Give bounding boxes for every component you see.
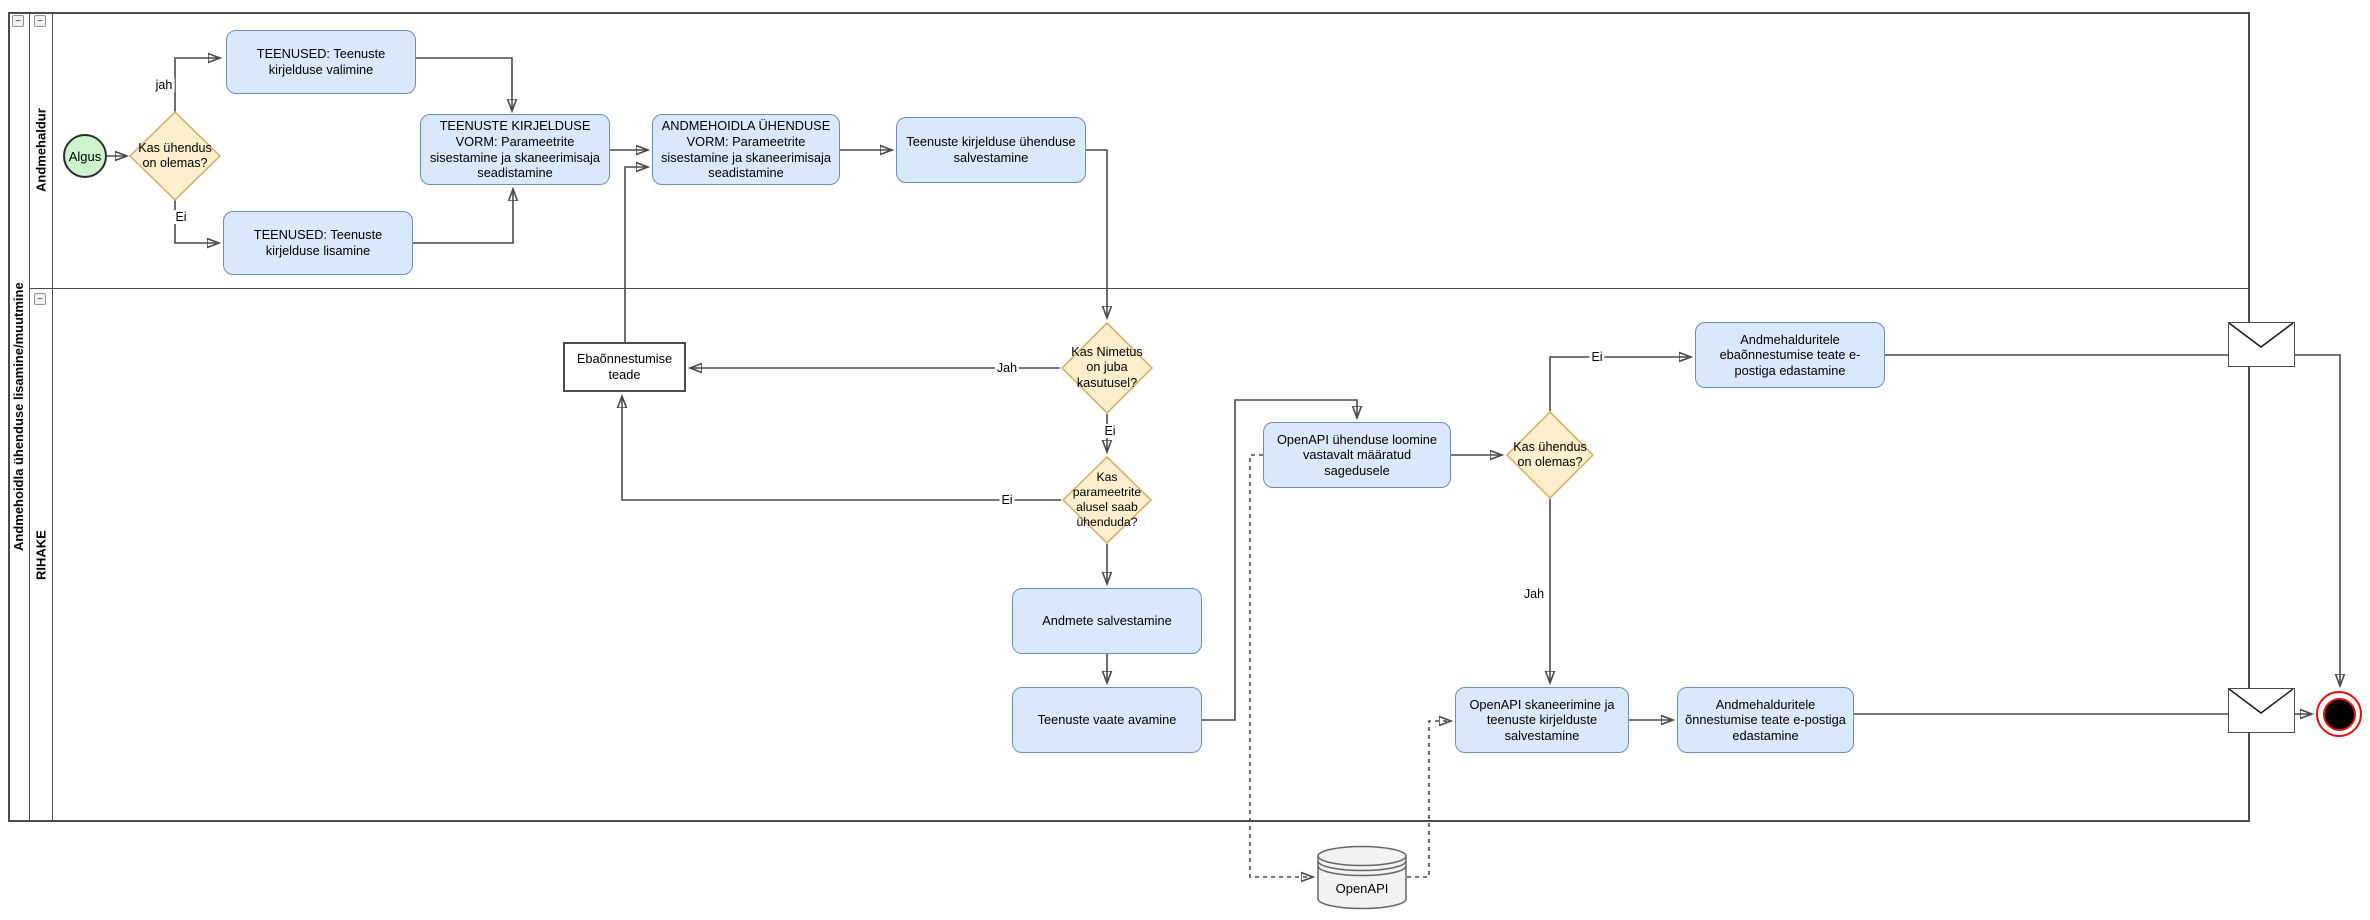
box-ebaonnestumise-teade[interactable]: Ebaõnnestumise teade — [563, 342, 686, 392]
gateway-label: Kas parameetrite alusel saab ühenduda? — [1072, 470, 1142, 529]
task-label: Andmehalduritele ebaõnnestumise teate e-… — [1719, 331, 1861, 378]
datastore-openapi[interactable]: OpenAPI — [1317, 845, 1407, 910]
end-event-core — [2322, 697, 2356, 731]
datastore-label: OpenAPI — [1335, 881, 1389, 896]
edge-teenuste-vaate-to-openapi-uhenduse — [1202, 399, 1357, 721]
edge-gw4-ei-ebaonn-epost — [1549, 357, 1690, 411]
edge-label-ei: Ei — [1102, 424, 1118, 438]
edge-lisamine-to-teenuste-vorm — [413, 190, 513, 244]
task-label: ANDMEHOIDLA ÜHENDUSE VORM: Parameetrite … — [661, 118, 831, 181]
lane2-collapse-icon[interactable]: − — [34, 293, 46, 305]
edge-label-jah: Jah — [1521, 587, 1547, 601]
edge-dashed-datastore-to-openapi-skaneerimine — [1407, 721, 1450, 878]
task-label: TEENUSED: Teenuste kirjelduse lisamine — [253, 227, 383, 258]
gateway-kas-uhendus-olemas-2[interactable]: Kas ühendus on olemas? — [1506, 411, 1594, 499]
edge-label-jah: Jah — [994, 361, 1020, 375]
edge-label-ei: Ei — [1589, 350, 1605, 364]
edge-gw3-ei-ebaonnestumise-teade — [622, 397, 1061, 501]
gateway-label: Kas Nimetus on juba kasutusel? — [1071, 344, 1143, 390]
edge-label-jah: jah — [153, 78, 175, 92]
gateway-label: Kas ühendus on olemas? — [1513, 439, 1587, 469]
end-event[interactable] — [2316, 691, 2362, 737]
envelope-flap-icon — [2229, 323, 2293, 348]
task-label: TEENUSTE KIRJELDUSE VORM: Parameetrite s… — [430, 118, 600, 181]
task-teenuste-kirjelduse-vorm[interactable]: TEENUSTE KIRJELDUSE VORM: Parameetrite s… — [420, 114, 610, 185]
edge-valimine-to-teenuste-vorm — [416, 57, 512, 110]
task-label: TEENUSED: Teenuste kirjelduse valimine — [256, 46, 386, 77]
lane-divider — [29, 288, 2250, 289]
task-andmete-salvestamine[interactable]: Andmete salvestamine — [1012, 588, 1202, 654]
task-uhenduse-salvestamine[interactable]: Teenuste kirjelduse ühenduse salvestamin… — [896, 117, 1086, 183]
pool-collapse-icon[interactable]: − — [12, 15, 24, 27]
gateway-kas-nimetus-kasutusel[interactable]: Kas Nimetus on juba kasutusel? — [1061, 322, 1153, 414]
task-label: Andmete salvestamine — [1042, 613, 1172, 629]
edge-salvestamine-to-gw2 — [1086, 149, 1107, 317]
task-label: Teenuste vaate avamine — [1037, 712, 1177, 728]
task-label: OpenAPI ühenduse loomine vastavalt määra… — [1276, 431, 1438, 478]
task-label: OpenAPI skaneerimine ja teenuste kirjeld… — [1469, 696, 1615, 743]
lane-title-divider — [52, 12, 53, 822]
task-teenused-valimine[interactable]: TEENUSED: Teenuste kirjelduse valimine — [226, 30, 416, 94]
envelope-flap-icon — [2229, 689, 2293, 714]
edge-ebaonn-epost-to-end — [1885, 354, 2340, 685]
gateway-kas-parameetrite-alusel[interactable]: Kas parameetrite alusel saab ühenduda? — [1062, 456, 1152, 544]
database-icon — [1317, 845, 1407, 910]
edge-dashed-openapi-uhenduse-to-datastore — [1249, 454, 1312, 877]
task-label: Teenuste kirjelduse ühenduse salvestamin… — [906, 134, 1076, 165]
edge-ebaonnestumise-teade-to-andmehoidla-vorm — [624, 167, 647, 342]
task-label: Andmehalduritele õnnestumise teate e-pos… — [1685, 696, 1846, 743]
start-event-label: Algus — [68, 148, 102, 164]
pool-title-divider — [29, 12, 30, 822]
task-teenused-lisamine[interactable]: TEENUSED: Teenuste kirjelduse lisamine — [223, 211, 413, 275]
edge-label-ei: Ei — [999, 493, 1015, 507]
task-andmehoidla-uhenduse-vorm[interactable]: ANDMEHOIDLA ÜHENDUSE VORM: Parameetrite … — [652, 114, 840, 185]
pool-border — [8, 12, 2250, 822]
task-openapi-uhenduse-loomine[interactable]: OpenAPI ühenduse loomine vastavalt määra… — [1263, 422, 1451, 488]
task-ebaonnestumise-epost[interactable]: Andmehalduritele ebaõnnestumise teate e-… — [1695, 322, 1885, 388]
task-teenuste-vaate-avamine[interactable]: Teenuste vaate avamine — [1012, 687, 1202, 753]
envelope-top[interactable] — [2228, 322, 2295, 367]
box-label: Ebaõnnestumise teade — [576, 351, 673, 382]
task-openapi-skaneerimine[interactable]: OpenAPI skaneerimine ja teenuste kirjeld… — [1455, 687, 1629, 753]
edge-label-ei: Ei — [173, 210, 189, 224]
gateway-kas-uhendus-olemas-1[interactable]: Kas ühendus on olemas? — [129, 111, 221, 201]
edge-gw1-jah-valimine — [174, 58, 219, 112]
envelope-bottom[interactable] — [2228, 688, 2295, 733]
task-onnestumise-epost[interactable]: Andmehalduritele õnnestumise teate e-pos… — [1677, 687, 1854, 753]
start-event[interactable]: Algus — [63, 134, 107, 178]
lane1-collapse-icon[interactable]: − — [34, 15, 46, 27]
gateway-label: Kas ühendus on olemas? — [138, 140, 212, 170]
